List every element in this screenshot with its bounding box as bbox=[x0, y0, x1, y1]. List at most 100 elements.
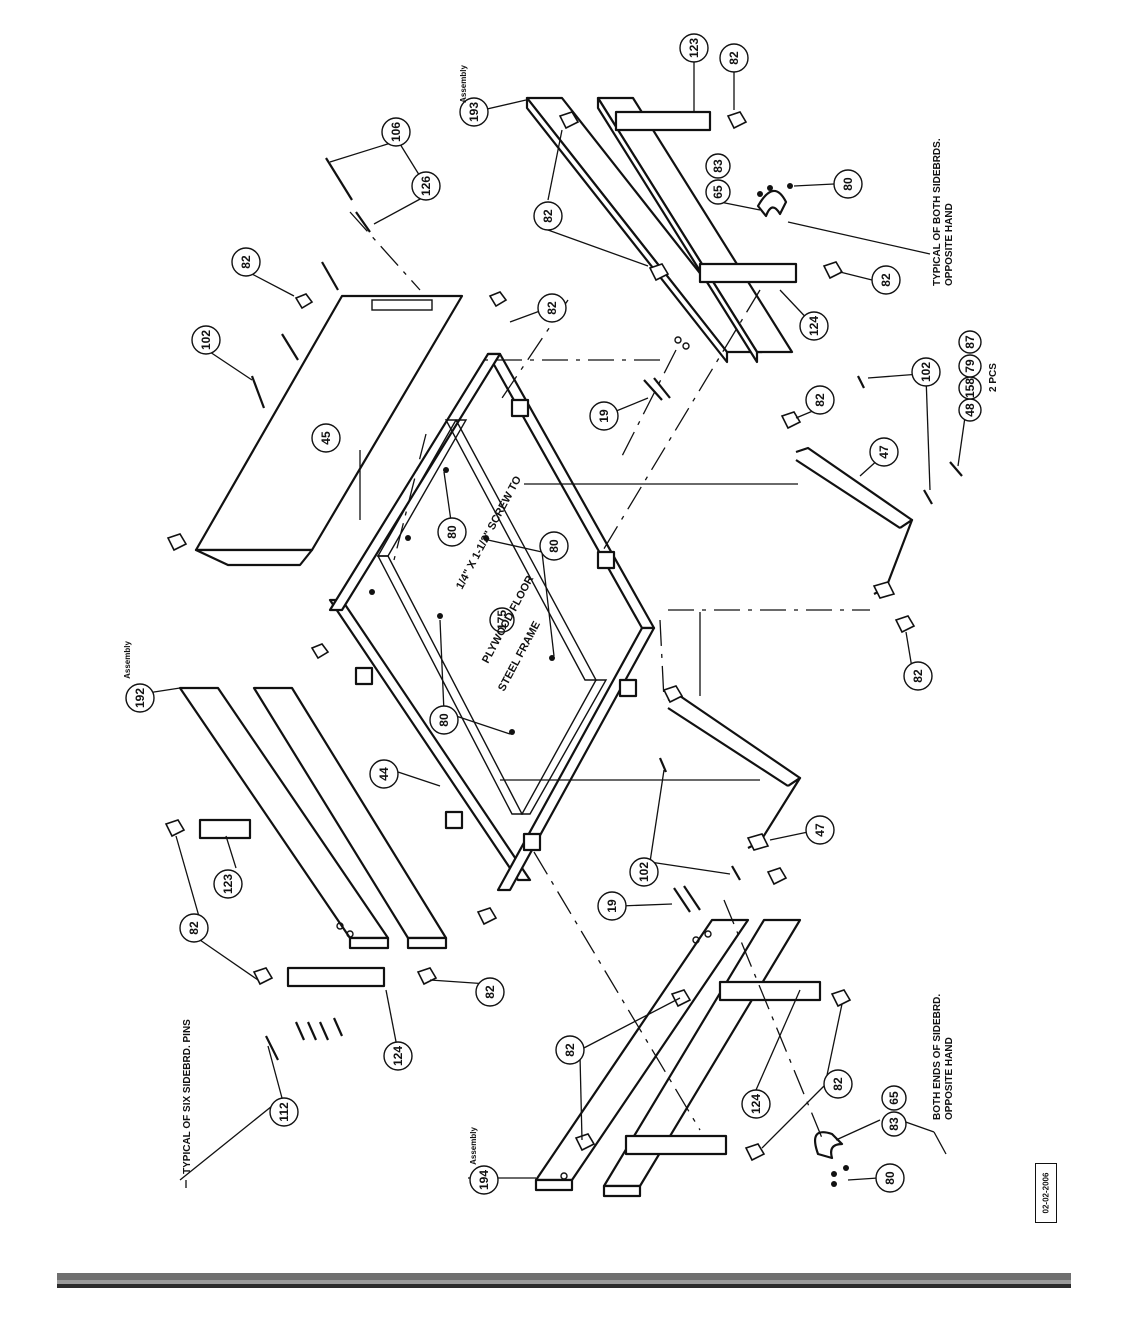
stake-bars-47 bbox=[662, 411, 916, 886]
svg-text:80: 80 bbox=[883, 1171, 897, 1185]
callout-82-d: 82 bbox=[537, 293, 567, 323]
svg-text:47: 47 bbox=[813, 823, 827, 837]
callout-82-a: 82 bbox=[231, 247, 261, 277]
svg-text:80: 80 bbox=[437, 713, 451, 727]
callout-65-bottom: 65 bbox=[881, 1085, 907, 1111]
callout-126: 126 bbox=[411, 171, 441, 201]
callout-123-top: 123 bbox=[679, 33, 709, 63]
callout-47-top: 47 bbox=[869, 437, 899, 467]
callout-124-top: 124 bbox=[799, 311, 829, 341]
callout-102-c: 102 bbox=[629, 857, 659, 887]
sideboard-assembly-194 bbox=[534, 918, 852, 1198]
note-typical-six-pins: TYPICAL OF SIX SIDEBRD. PINS bbox=[182, 1019, 193, 1174]
svg-text:102: 102 bbox=[919, 362, 933, 382]
callout-80-b: 80 bbox=[539, 531, 569, 561]
callout-19-top: 19 bbox=[589, 401, 619, 431]
callout-82-j: 82 bbox=[823, 1069, 853, 1099]
callout-80-a: 80 bbox=[437, 517, 467, 547]
sideboard-assembly-192 bbox=[164, 686, 498, 988]
svg-text:158: 158 bbox=[963, 378, 977, 398]
svg-text:112: 112 bbox=[277, 1102, 291, 1122]
svg-text:126: 126 bbox=[419, 176, 433, 196]
callout-82-c: 82 bbox=[871, 265, 901, 295]
callout-44: 44 bbox=[369, 759, 399, 789]
svg-text:83: 83 bbox=[711, 159, 725, 173]
callout-80-c: 80 bbox=[429, 705, 459, 735]
note-typical-both: TYPICAL OF BOTH SIDEBRDS. OPPOSITE HAND bbox=[932, 138, 955, 286]
callout-79: 79 bbox=[958, 354, 982, 378]
svg-text:Assembly: Assembly bbox=[123, 641, 132, 679]
svg-text:175: 175 bbox=[495, 610, 509, 630]
svg-text:82: 82 bbox=[813, 393, 827, 407]
callout-124-left: 124 bbox=[383, 1041, 413, 1071]
date-code-box: 02-02-2006 bbox=[1035, 1163, 1057, 1223]
callout-45: 45 bbox=[311, 423, 341, 453]
callout-83-bottom: 83 bbox=[881, 1111, 907, 1137]
callout-82-g: 82 bbox=[179, 913, 209, 943]
callout-112: 112 bbox=[269, 1097, 299, 1127]
callout-47-bottom: 47 bbox=[805, 815, 835, 845]
floor-spec-text: 1/4" X 1-1/2" SCREW TO PLYWOOD FLOOR STE… bbox=[454, 474, 543, 694]
svg-text:OPPOSITE HAND: OPPOSITE HAND bbox=[944, 203, 955, 286]
svg-text:Assembly: Assembly bbox=[459, 65, 468, 103]
svg-text:82: 82 bbox=[541, 209, 555, 223]
callout-123-left: 123 bbox=[213, 869, 243, 899]
callout-82-h: 82 bbox=[475, 977, 505, 1007]
svg-text:82: 82 bbox=[239, 255, 253, 269]
note-two-pcs: 2 PCS bbox=[988, 363, 999, 392]
callout-80-bottom: 80 bbox=[875, 1163, 905, 1193]
footer-bar bbox=[57, 1273, 1071, 1290]
svg-text:Assembly: Assembly bbox=[469, 1127, 478, 1165]
svg-text:19: 19 bbox=[597, 409, 611, 423]
callout-102-b: 102 bbox=[911, 357, 941, 387]
svg-text:80: 80 bbox=[547, 539, 561, 553]
svg-text:19: 19 bbox=[605, 899, 619, 913]
callout-175: 175 bbox=[489, 607, 515, 633]
callout-102-a: 102 bbox=[191, 325, 221, 355]
callout-82-b: 82 bbox=[533, 201, 563, 231]
svg-text:82: 82 bbox=[545, 301, 559, 315]
svg-text:48: 48 bbox=[963, 403, 977, 417]
svg-text:124: 124 bbox=[391, 1046, 405, 1066]
callout-65-top: 65 bbox=[705, 179, 731, 205]
svg-text:194: 194 bbox=[477, 1170, 491, 1190]
clamp-hooks bbox=[756, 183, 849, 1187]
callout-87: 87 bbox=[958, 330, 982, 354]
svg-text:82: 82 bbox=[563, 1043, 577, 1057]
callout-106: 106 bbox=[381, 117, 411, 147]
assembly-193: 193 Assembly bbox=[459, 65, 489, 127]
callout-82-f: 82 bbox=[903, 661, 933, 691]
svg-text:87: 87 bbox=[963, 335, 977, 349]
svg-text:192: 192 bbox=[133, 688, 147, 708]
svg-text:65: 65 bbox=[711, 185, 725, 199]
svg-text:124: 124 bbox=[807, 316, 821, 336]
svg-text:106: 106 bbox=[389, 122, 403, 142]
pins-and-bolts bbox=[250, 157, 963, 1061]
callout-19-bottom: 19 bbox=[597, 891, 627, 921]
svg-text:82: 82 bbox=[879, 273, 893, 287]
svg-text:82: 82 bbox=[831, 1077, 845, 1091]
assembly-194: 194 Assembly bbox=[469, 1127, 499, 1195]
svg-text:44: 44 bbox=[377, 767, 391, 781]
svg-text:79: 79 bbox=[963, 359, 977, 373]
callout-82-e: 82 bbox=[805, 385, 835, 415]
svg-text:80: 80 bbox=[841, 177, 855, 191]
svg-text:OPPOSITE HAND: OPPOSITE HAND bbox=[944, 1037, 955, 1120]
callout-124-bottom: 124 bbox=[741, 1089, 771, 1119]
assembly-192: 192 Assembly bbox=[123, 641, 155, 713]
svg-text:47: 47 bbox=[877, 445, 891, 459]
callout-80-top: 80 bbox=[833, 169, 863, 199]
svg-text:82: 82 bbox=[483, 985, 497, 999]
callout-83-top: 83 bbox=[705, 153, 731, 179]
svg-text:102: 102 bbox=[199, 330, 213, 350]
alignment-lines bbox=[349, 211, 870, 1139]
svg-text:82: 82 bbox=[911, 669, 925, 683]
note-both-ends: BOTH ENDS OF SIDEBRD. OPPOSITE HAND bbox=[932, 994, 955, 1120]
callout-48: 48 bbox=[958, 398, 982, 422]
svg-text:65: 65 bbox=[887, 1091, 901, 1105]
svg-text:82: 82 bbox=[727, 51, 741, 65]
svg-text:123: 123 bbox=[221, 874, 235, 894]
date-code: 02-02-2006 bbox=[1041, 1172, 1051, 1214]
svg-text:82: 82 bbox=[187, 921, 201, 935]
